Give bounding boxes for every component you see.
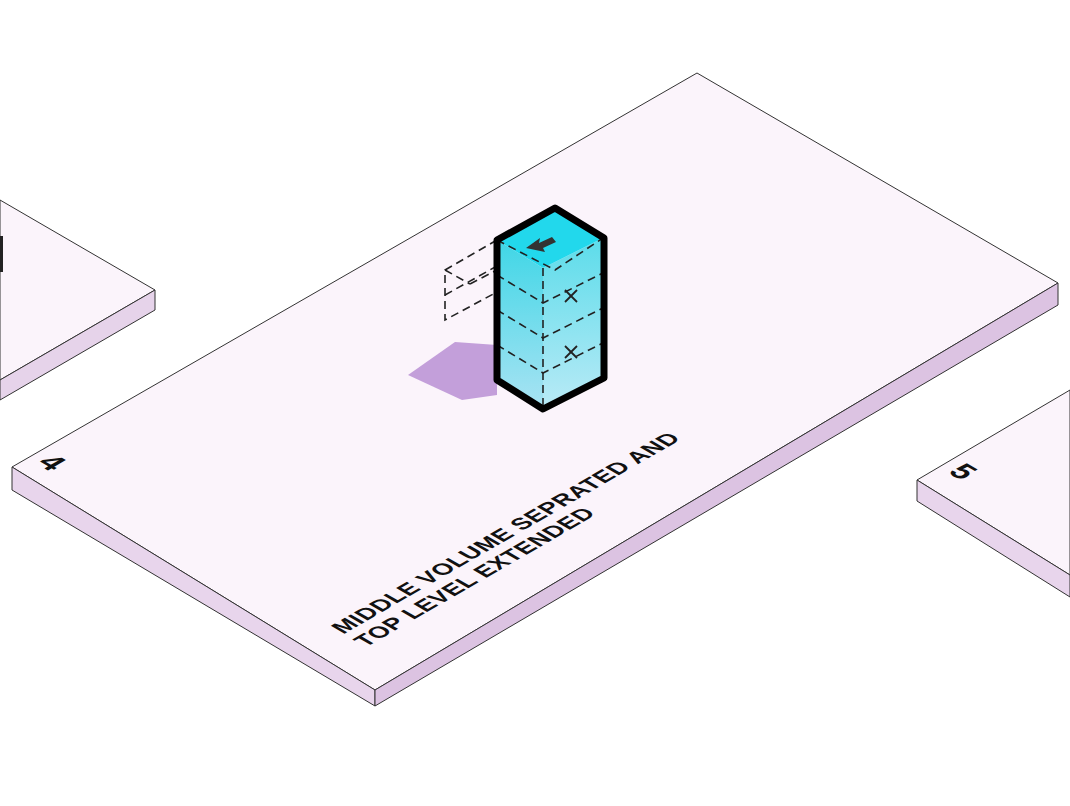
panel-slab: 5 [917, 385, 1070, 606]
panel-slab: 4MIDDLE VOLUME SEPRATED AND TOP LEVEL EX… [12, 72, 1058, 708]
slab-outline [12, 72, 1058, 708]
slab-outline [917, 385, 1070, 606]
